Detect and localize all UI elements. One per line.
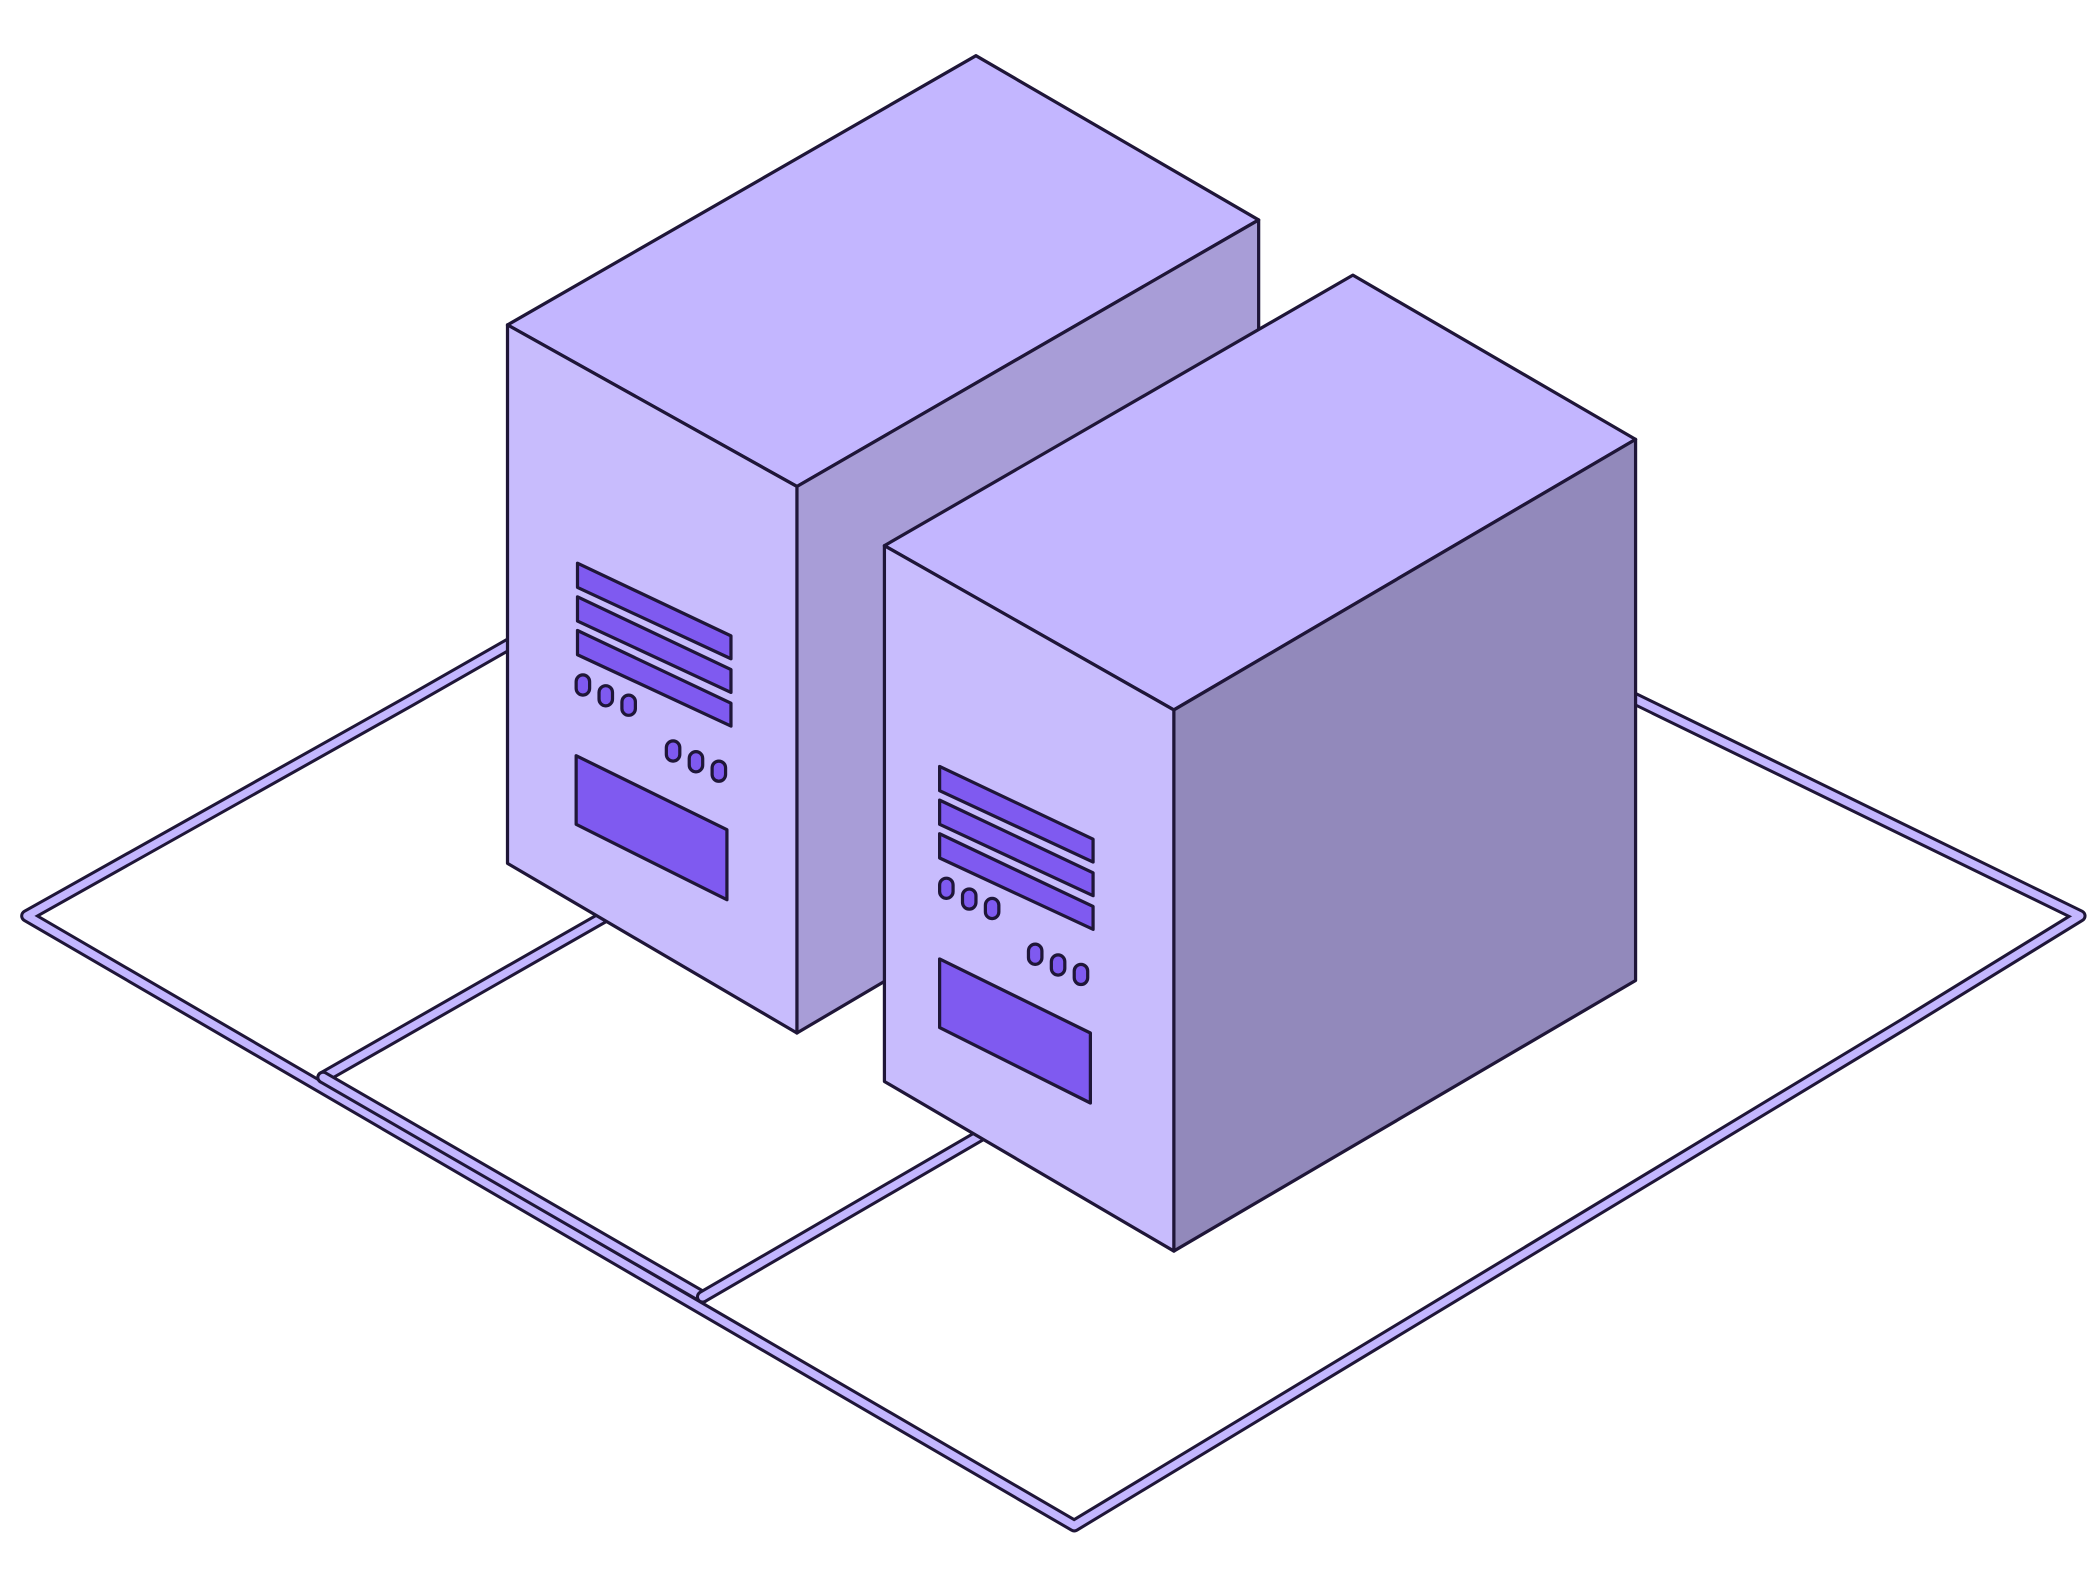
indicator-light: [1026, 942, 1044, 966]
indicator-light: [574, 673, 592, 697]
vent-slot: [938, 764, 1095, 864]
front-tower-front-panel: [938, 764, 1095, 1105]
front-server-tower: [882, 273, 1638, 1253]
indicator-light: [960, 887, 978, 911]
drive-bay: [938, 957, 1093, 1105]
indicator-light: [938, 876, 955, 901]
drive-bay: [574, 754, 729, 902]
floor-grid: [20, 370, 2087, 1533]
indicator-light: [597, 684, 615, 708]
indicator-light: [710, 759, 728, 783]
indicator-light: [620, 693, 637, 717]
back-tower-front-panel: [574, 561, 733, 902]
floor-grid-divider-middle: [316, 1070, 710, 1304]
indicator-light: [664, 739, 682, 763]
indicator-light: [687, 750, 705, 774]
floor-grid-rail: [20, 370, 2087, 1533]
indicator-light: [1049, 953, 1067, 977]
indicator-light: [983, 896, 1001, 921]
vent-slot: [575, 628, 733, 728]
vent-slot: [938, 832, 1095, 931]
vent-slot: [938, 798, 1095, 898]
vent-slot: [575, 595, 733, 695]
vent-slot: [575, 561, 733, 661]
indicator-light: [1072, 962, 1090, 987]
